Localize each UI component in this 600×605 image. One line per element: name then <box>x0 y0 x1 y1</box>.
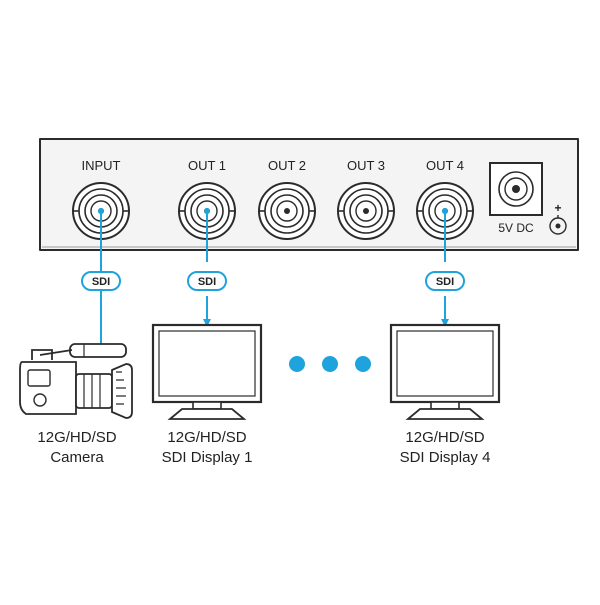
display1-caption: 12G/HD/SD SDI Display 1 <box>162 429 253 466</box>
camera-caption-line2: Camera <box>50 449 104 466</box>
ellipsis-dots <box>289 356 371 372</box>
sdi-tag-display1: SDI <box>187 271 227 291</box>
display4-caption: 12G/HD/SD SDI Display 4 <box>400 429 491 466</box>
monitor-icon <box>151 323 263 420</box>
cable-out4-display4 <box>441 208 449 327</box>
sdi-tag-display4: SDI <box>425 271 465 291</box>
cable-out1-display1 <box>203 208 211 327</box>
bnc-connector-icon <box>178 182 236 240</box>
bnc-connector-icon <box>258 182 316 240</box>
dc-power-jack-icon <box>489 162 543 216</box>
monitor-icon <box>389 323 501 420</box>
display1-caption-line1: 12G/HD/SD <box>167 429 246 446</box>
sdi-tag-camera: SDI <box>81 271 121 291</box>
camera-caption: 12G/HD/SD Camera <box>37 429 116 466</box>
sdi-tag-display1-label: SDI <box>198 276 216 288</box>
video-camera-icon <box>19 343 133 419</box>
sdi-tag-display4-label: SDI <box>436 276 454 288</box>
out1-port-label: OUT 1 <box>188 158 226 173</box>
out2-port-label: OUT 2 <box>268 158 306 173</box>
camera-caption-line1: 12G/HD/SD <box>37 429 116 446</box>
display4-caption-line1: 12G/HD/SD <box>405 429 484 446</box>
polarity-plus: + <box>554 201 561 215</box>
bnc-connector-icon <box>337 182 395 240</box>
polarity-symbol: + <box>549 201 567 235</box>
out4-port-label: OUT 4 <box>426 158 464 173</box>
sdi-tag-camera-label: SDI <box>92 276 110 288</box>
out3-port-label: OUT 3 <box>347 158 385 173</box>
display1-caption-line2: SDI Display 1 <box>162 449 253 466</box>
power-label: 5V DC <box>498 221 534 235</box>
input-port-label: INPUT <box>82 158 121 173</box>
display4-caption-line2: SDI Display 4 <box>400 449 491 466</box>
